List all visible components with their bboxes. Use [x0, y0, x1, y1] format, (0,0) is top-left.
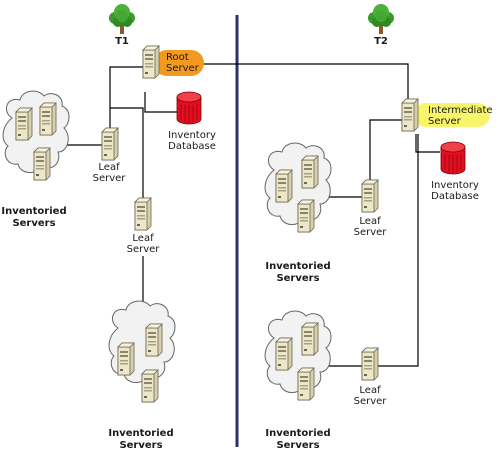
- inventory-database-t2-label-line1: Inventory: [431, 180, 479, 191]
- inventoried-server-icon: [297, 367, 315, 401]
- root-to-leaf2-link: [110, 107, 144, 198]
- inventoried-servers-1-label-line1: Inventoried: [1, 206, 66, 217]
- leaf-server-4-icon: [361, 347, 379, 381]
- tree-t2-label: T2: [374, 36, 388, 47]
- inventoried-server-icon: [145, 323, 163, 357]
- inventoried-server-icon: [297, 199, 315, 233]
- leaf-server-1-label-line1: Leaf: [98, 162, 120, 173]
- leaf-server-3-label-line2: Server: [354, 227, 388, 238]
- leaf-server-1-label-line2: Server: [93, 173, 127, 184]
- root-to-intermediate-link: [163, 63, 409, 102]
- leaf-server-4-label-line1: Leaf: [359, 385, 381, 396]
- intermediate-server-highlight: [414, 103, 490, 127]
- inventoried-server-icon: [275, 337, 293, 371]
- root-server-icon: [142, 45, 160, 79]
- inventory-database-t1-label-line1: Inventory: [168, 130, 216, 141]
- inventoried-servers-2-label-line1: Inventoried: [108, 428, 173, 439]
- inventoried-servers-4-label-line2: Servers: [276, 440, 319, 451]
- intermediate-server-label-line2: Server: [428, 116, 462, 127]
- inventory-database-t2-icon: [440, 141, 466, 175]
- inventory-database-t1-label-line2: Database: [168, 141, 216, 152]
- inventoried-servers-3-label-line1: Inventoried: [265, 261, 330, 272]
- root-server-label-line1: Root: [166, 52, 189, 63]
- root-to-leaf1-link: [109, 66, 145, 128]
- tree-t1-icon: [109, 4, 135, 34]
- leaf-server-2-icon: [134, 197, 152, 231]
- inventory-database-t1-icon: [176, 91, 202, 125]
- inventoried-server-icon: [39, 102, 57, 136]
- intermediate-to-leaf3-link: [369, 119, 408, 180]
- inventoried-servers-2-label-line2: Servers: [119, 440, 162, 451]
- root-to-db-link: [144, 92, 178, 113]
- tree-t2-icon: [368, 4, 394, 34]
- leaf-server-3-label-line1: Leaf: [359, 216, 381, 227]
- intermediate-server-label-line1: Intermediate: [428, 105, 493, 116]
- inventoried-server-icon: [15, 107, 33, 141]
- root-server-highlight: [154, 50, 204, 76]
- inventoried-server-icon: [301, 322, 319, 356]
- intermediate-to-db-link: [415, 134, 440, 153]
- inventoried-server-icon: [33, 147, 51, 181]
- leaf-server-2-label-line2: Server: [127, 244, 161, 255]
- inventoried-servers-4-label-line1: Inventoried: [265, 428, 330, 439]
- leaf-server-2-label-line1: Leaf: [132, 233, 154, 244]
- root-server-label-line2: Server: [166, 63, 200, 74]
- inventoried-servers-1-label-line2: Servers: [12, 218, 55, 229]
- inventory-database-t2-label-line2: Database: [431, 191, 479, 202]
- inventoried-servers-3-label-line2: Servers: [276, 273, 319, 284]
- leaf-server-4-label-line2: Server: [354, 396, 388, 407]
- leaf-server-3-icon: [361, 179, 379, 213]
- intermediate-server-icon: [401, 98, 419, 132]
- inventoried-server-icon: [275, 169, 293, 203]
- inventoried-server-icon: [141, 369, 159, 403]
- intermediate-to-leaf4-link: [378, 134, 419, 367]
- inventoried-server-icon: [117, 342, 135, 376]
- leaf-server-1-icon: [101, 127, 119, 161]
- tree-t1-label: T1: [115, 36, 129, 47]
- inventoried-server-icon: [301, 155, 319, 189]
